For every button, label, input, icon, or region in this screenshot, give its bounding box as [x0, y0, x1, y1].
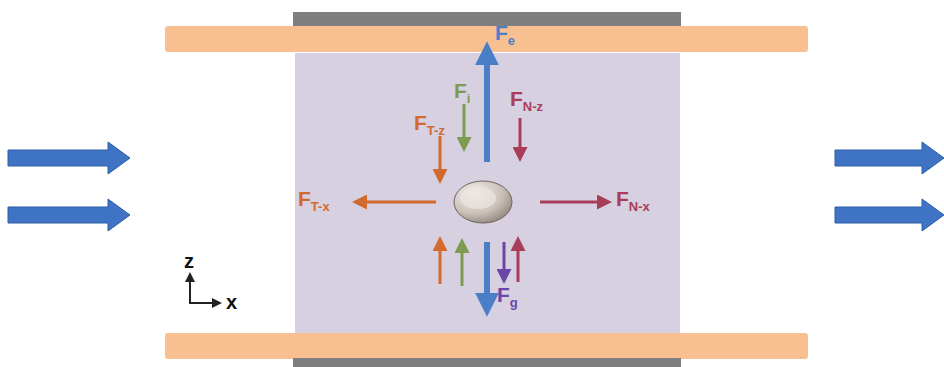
force-label: FN-z — [510, 88, 543, 113]
force-label: FN-x — [616, 188, 650, 213]
force-label: FT-x — [298, 188, 330, 213]
force-label: Fi — [454, 80, 470, 105]
force-label: Fg — [497, 284, 518, 309]
axis-label: z — [184, 251, 194, 271]
axis-label: x — [226, 292, 237, 312]
force-label: FT-z — [414, 112, 445, 137]
force-label: Fe — [495, 22, 515, 47]
